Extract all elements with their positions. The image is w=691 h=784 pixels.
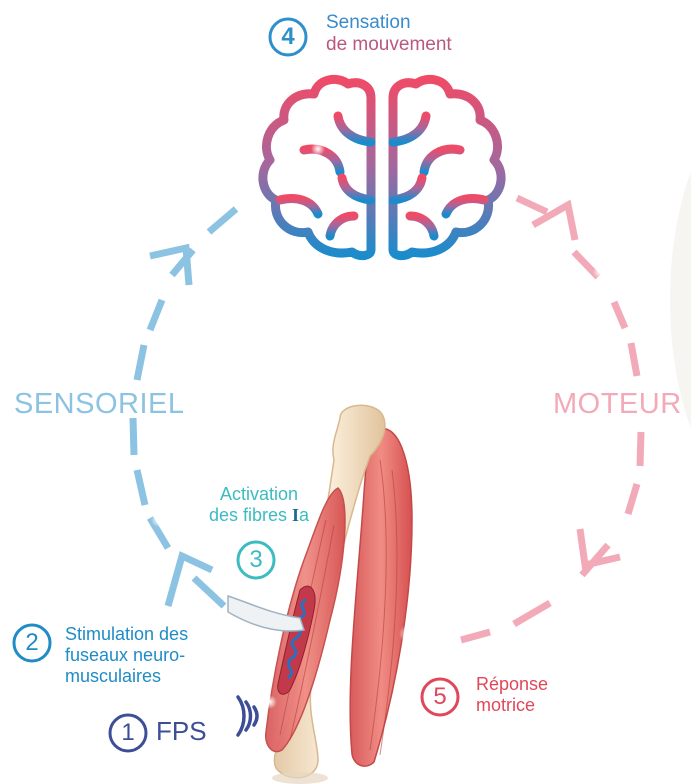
step-2-label: Stimulation des fuseaux neuro- musculair… bbox=[65, 624, 188, 688]
brain-icon bbox=[263, 79, 501, 255]
step-5-label: Réponse motrice bbox=[476, 674, 548, 716]
motor-dash bbox=[514, 603, 550, 624]
sensory-dash bbox=[194, 578, 224, 606]
step-1-number: 1 bbox=[111, 716, 145, 750]
motor-dash bbox=[461, 632, 490, 640]
step-3-line-1: Activation bbox=[202, 484, 316, 505]
step-4-line-1: Sensation bbox=[326, 12, 452, 34]
step-4-line-2: de mouvement bbox=[326, 34, 452, 56]
motor-dash bbox=[628, 484, 637, 514]
motor-dash bbox=[631, 343, 637, 376]
arrow-chevron-icon bbox=[168, 556, 212, 606]
step-4-number: 4 bbox=[271, 20, 305, 54]
arrow-chevron-icon bbox=[580, 529, 620, 565]
sensory-dash bbox=[137, 345, 144, 380]
step-3-number: 3 bbox=[239, 543, 273, 577]
step-1-label: FPS bbox=[156, 716, 207, 747]
motor-dash bbox=[614, 302, 625, 328]
vibration-waves-icon bbox=[238, 697, 257, 735]
sensory-dash bbox=[137, 470, 145, 505]
sensory-label: SENSORIEL bbox=[14, 388, 185, 421]
sensory-dash bbox=[133, 418, 134, 455]
bone-shadow bbox=[272, 772, 328, 784]
step-3-suffix: a bbox=[299, 505, 309, 525]
step-2-line-3: musculaires bbox=[65, 666, 188, 687]
step-5-line-2: motrice bbox=[476, 695, 548, 716]
roman-numeral-one: I bbox=[292, 505, 299, 525]
step-2-number: 2 bbox=[15, 626, 49, 660]
step-2-line-2: fuseaux neuro- bbox=[65, 645, 188, 666]
step-5-number: 5 bbox=[423, 680, 457, 714]
step-4-label: Sensation de mouvement bbox=[326, 12, 452, 57]
sensory-dash bbox=[209, 209, 236, 232]
background-shape bbox=[670, 100, 691, 500]
step-5-line-1: Réponse bbox=[476, 674, 548, 695]
motor-label: MOTEUR bbox=[553, 388, 682, 421]
muscle-bone-illustration bbox=[228, 405, 412, 784]
step-2-line-1: Stimulation des bbox=[65, 624, 188, 645]
motor-dash bbox=[517, 198, 547, 212]
step-3-line-2: des fibres Ia bbox=[202, 505, 316, 526]
sensory-dash bbox=[150, 300, 162, 330]
step-3-line-2-text: des fibres bbox=[209, 505, 292, 525]
step-3-label: Activation des fibres Ia bbox=[202, 484, 316, 526]
motor-dash bbox=[640, 432, 641, 466]
